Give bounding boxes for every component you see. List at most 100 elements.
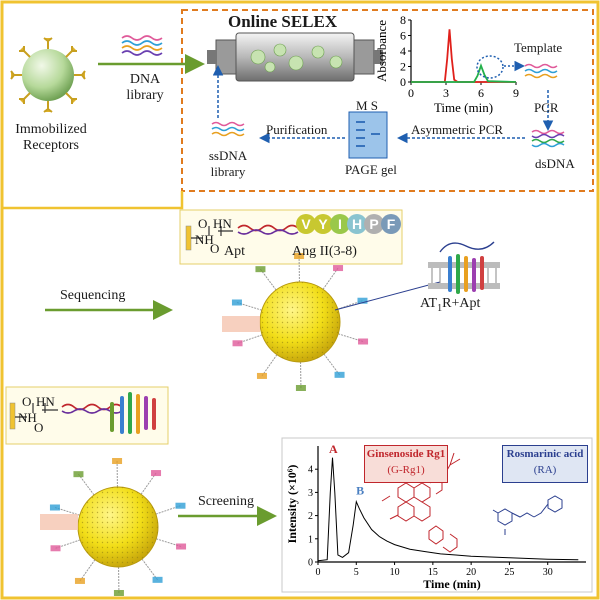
label-linker-o2-b: O: [34, 420, 44, 435]
tethered-aptamer: [357, 297, 368, 304]
tethered-aptamer: [112, 458, 123, 465]
label-linker-o1-b: O: [22, 394, 32, 409]
label-ang-ii: Ang II(3-8): [292, 244, 357, 259]
rosmarinic-structure-icon: [492, 495, 563, 535]
y-tick-label: 8: [400, 13, 406, 27]
ginsenoside-name: Ginsenoside Rg1: [366, 448, 446, 460]
receptor-bead: [10, 37, 86, 113]
label-sequencing: Sequencing: [60, 288, 126, 303]
x-tick-label: 20: [466, 567, 476, 578]
divider-line: [2, 191, 184, 210]
linker-structure: [191, 226, 233, 239]
tether: [323, 353, 340, 376]
x-tick-label: 25: [504, 567, 514, 578]
ginsenoside-label-box: Ginsenoside Rg1 (G-Rg1): [364, 445, 448, 483]
surface-bar-2: [9, 402, 16, 430]
label-apt: Apt: [224, 244, 245, 259]
tether: [260, 268, 277, 291]
tethered-aptamer: [74, 577, 85, 584]
label-screening: Screening: [198, 494, 254, 509]
tethered-aptamer: [176, 543, 187, 550]
label-linker-nh: NH: [195, 232, 214, 247]
x-tick-label: 5: [354, 567, 359, 578]
x-tick-label: 0: [408, 86, 414, 100]
tethered-aptamer: [358, 338, 369, 345]
tethered-aptamer: [255, 266, 266, 273]
linker-structure-2: [15, 403, 58, 418]
tethered-aptamer: [113, 589, 124, 596]
y-tick-label: 0: [400, 75, 406, 89]
tethered-aptamer: [256, 372, 267, 379]
label-immobilized-receptors: Immobilized Receptors: [15, 122, 87, 153]
aptamer-bead: [231, 253, 369, 391]
label-gel-lanes: M S: [356, 98, 379, 113]
ginsenoside-abbr: (G-Rg1): [387, 464, 425, 476]
y-tick-label: 4: [400, 44, 406, 58]
label-linker-hn: HN: [213, 216, 232, 231]
tethered-aptamer: [175, 502, 186, 509]
y-tick-label: 0: [308, 558, 313, 569]
x-axis-label: Time (min): [434, 100, 493, 115]
dna-library-strands: [121, 35, 163, 56]
connector-at1r: [334, 281, 441, 311]
label-linker-hn-b: HN: [36, 394, 55, 409]
surface-bar: [185, 225, 192, 251]
bead-texture: [78, 487, 158, 567]
x-tick-label: 9: [513, 86, 519, 100]
x-axis-label: Time (min): [423, 577, 480, 591]
highlight-patch-2: [222, 316, 260, 332]
label-linker-o1: O: [198, 216, 208, 231]
peak-label: A: [329, 442, 338, 456]
tether: [261, 354, 278, 377]
x-tick-label: 10: [390, 567, 400, 578]
tethered-aptamer: [50, 545, 61, 552]
peptide-residue: I: [330, 214, 350, 234]
tethered-aptamer: [295, 384, 306, 391]
x-tick-label: 6: [478, 86, 484, 100]
highlight-patch-3: [40, 514, 78, 530]
tether: [140, 472, 157, 495]
y-axis-label: Absorbance: [374, 20, 389, 82]
y-tick-label: 3: [308, 488, 313, 499]
y-tick-label: 2: [308, 511, 313, 522]
x-tick-label: 15: [428, 567, 438, 578]
series-line-1: [411, 63, 517, 83]
y-axis-label: Intensity (×10⁶): [285, 465, 299, 544]
tethered-aptamer: [231, 299, 242, 306]
x-tick-label: 0: [316, 567, 321, 578]
peptide-residue: F: [381, 214, 401, 234]
label-page-gel: PAGE gel: [345, 162, 397, 177]
tether: [141, 558, 158, 581]
series-line-0: [411, 29, 516, 83]
tethered-aptamer: [151, 470, 162, 477]
dsdna-strands: [531, 129, 565, 148]
label-purification: Purification: [266, 122, 328, 137]
aptamer-strand: [237, 224, 299, 235]
y-tick-label: 4: [308, 465, 313, 476]
x-tick-label: 3: [443, 86, 449, 100]
y-tick-label: 2: [400, 60, 406, 74]
peak-label: B: [356, 484, 364, 498]
x-tick-label: 30: [543, 567, 553, 578]
tether: [322, 267, 339, 290]
ginsenoside-structure-icon: [381, 452, 461, 553]
tethered-aptamer: [49, 504, 60, 511]
tethered-aptamer: [232, 340, 243, 347]
bead-texture: [260, 282, 340, 362]
y-tick-label: 6: [400, 29, 406, 43]
series-line-0: [317, 457, 579, 562]
rosmarinic-abbr: (RA): [533, 464, 557, 476]
tether: [78, 473, 95, 496]
label-dsdna: dsDNA: [535, 156, 575, 171]
label-template: Template: [514, 40, 563, 55]
receptor-complex-ribbon: [110, 392, 156, 434]
tethered-aptamer: [73, 471, 84, 478]
page-gel: [348, 111, 388, 159]
peak-selection-loop: [476, 55, 504, 79]
label-pcr: PCR: [534, 100, 559, 115]
selex-column: [207, 32, 383, 82]
